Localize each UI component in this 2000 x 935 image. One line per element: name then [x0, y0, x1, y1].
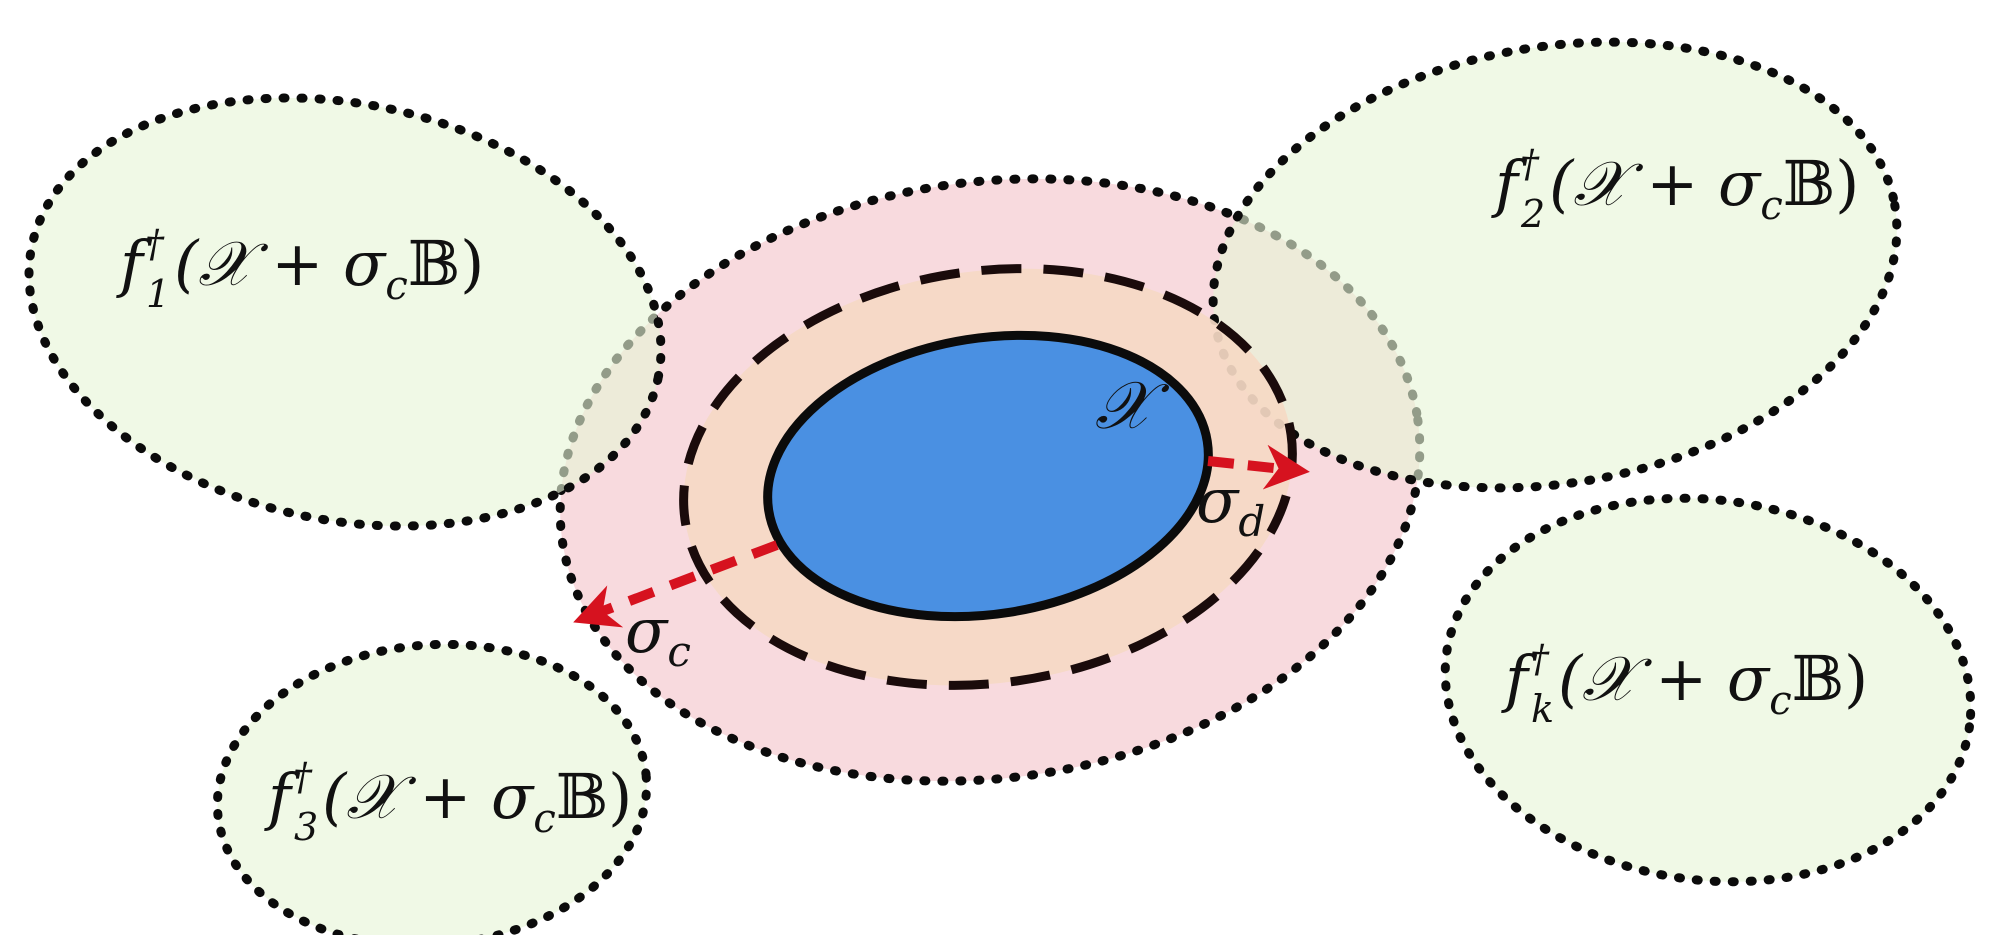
preimage-region-2 [1208, 37, 1902, 493]
preimage-label-3: f†3(𝒳 + σc𝔹) [264, 755, 632, 849]
preimage-label-k: f†k(𝒳 + σc𝔹) [1501, 637, 1868, 731]
sigma-d-arrow [1207, 444, 1310, 490]
preimage-label-1: f†1(𝒳 + σc𝔹) [116, 222, 484, 316]
sigma-c-arrow [573, 540, 779, 628]
sigma-c-label: σc [625, 594, 691, 676]
preimage-label-2: f†2(𝒳 + σc𝔹) [1491, 142, 1859, 236]
set-x-region [763, 330, 1213, 622]
preimage-region-3 [212, 639, 652, 935]
sigma-d-label: σd [1196, 464, 1265, 546]
preimage-region-k [1440, 493, 1976, 887]
preimage-region-1 [24, 93, 666, 531]
